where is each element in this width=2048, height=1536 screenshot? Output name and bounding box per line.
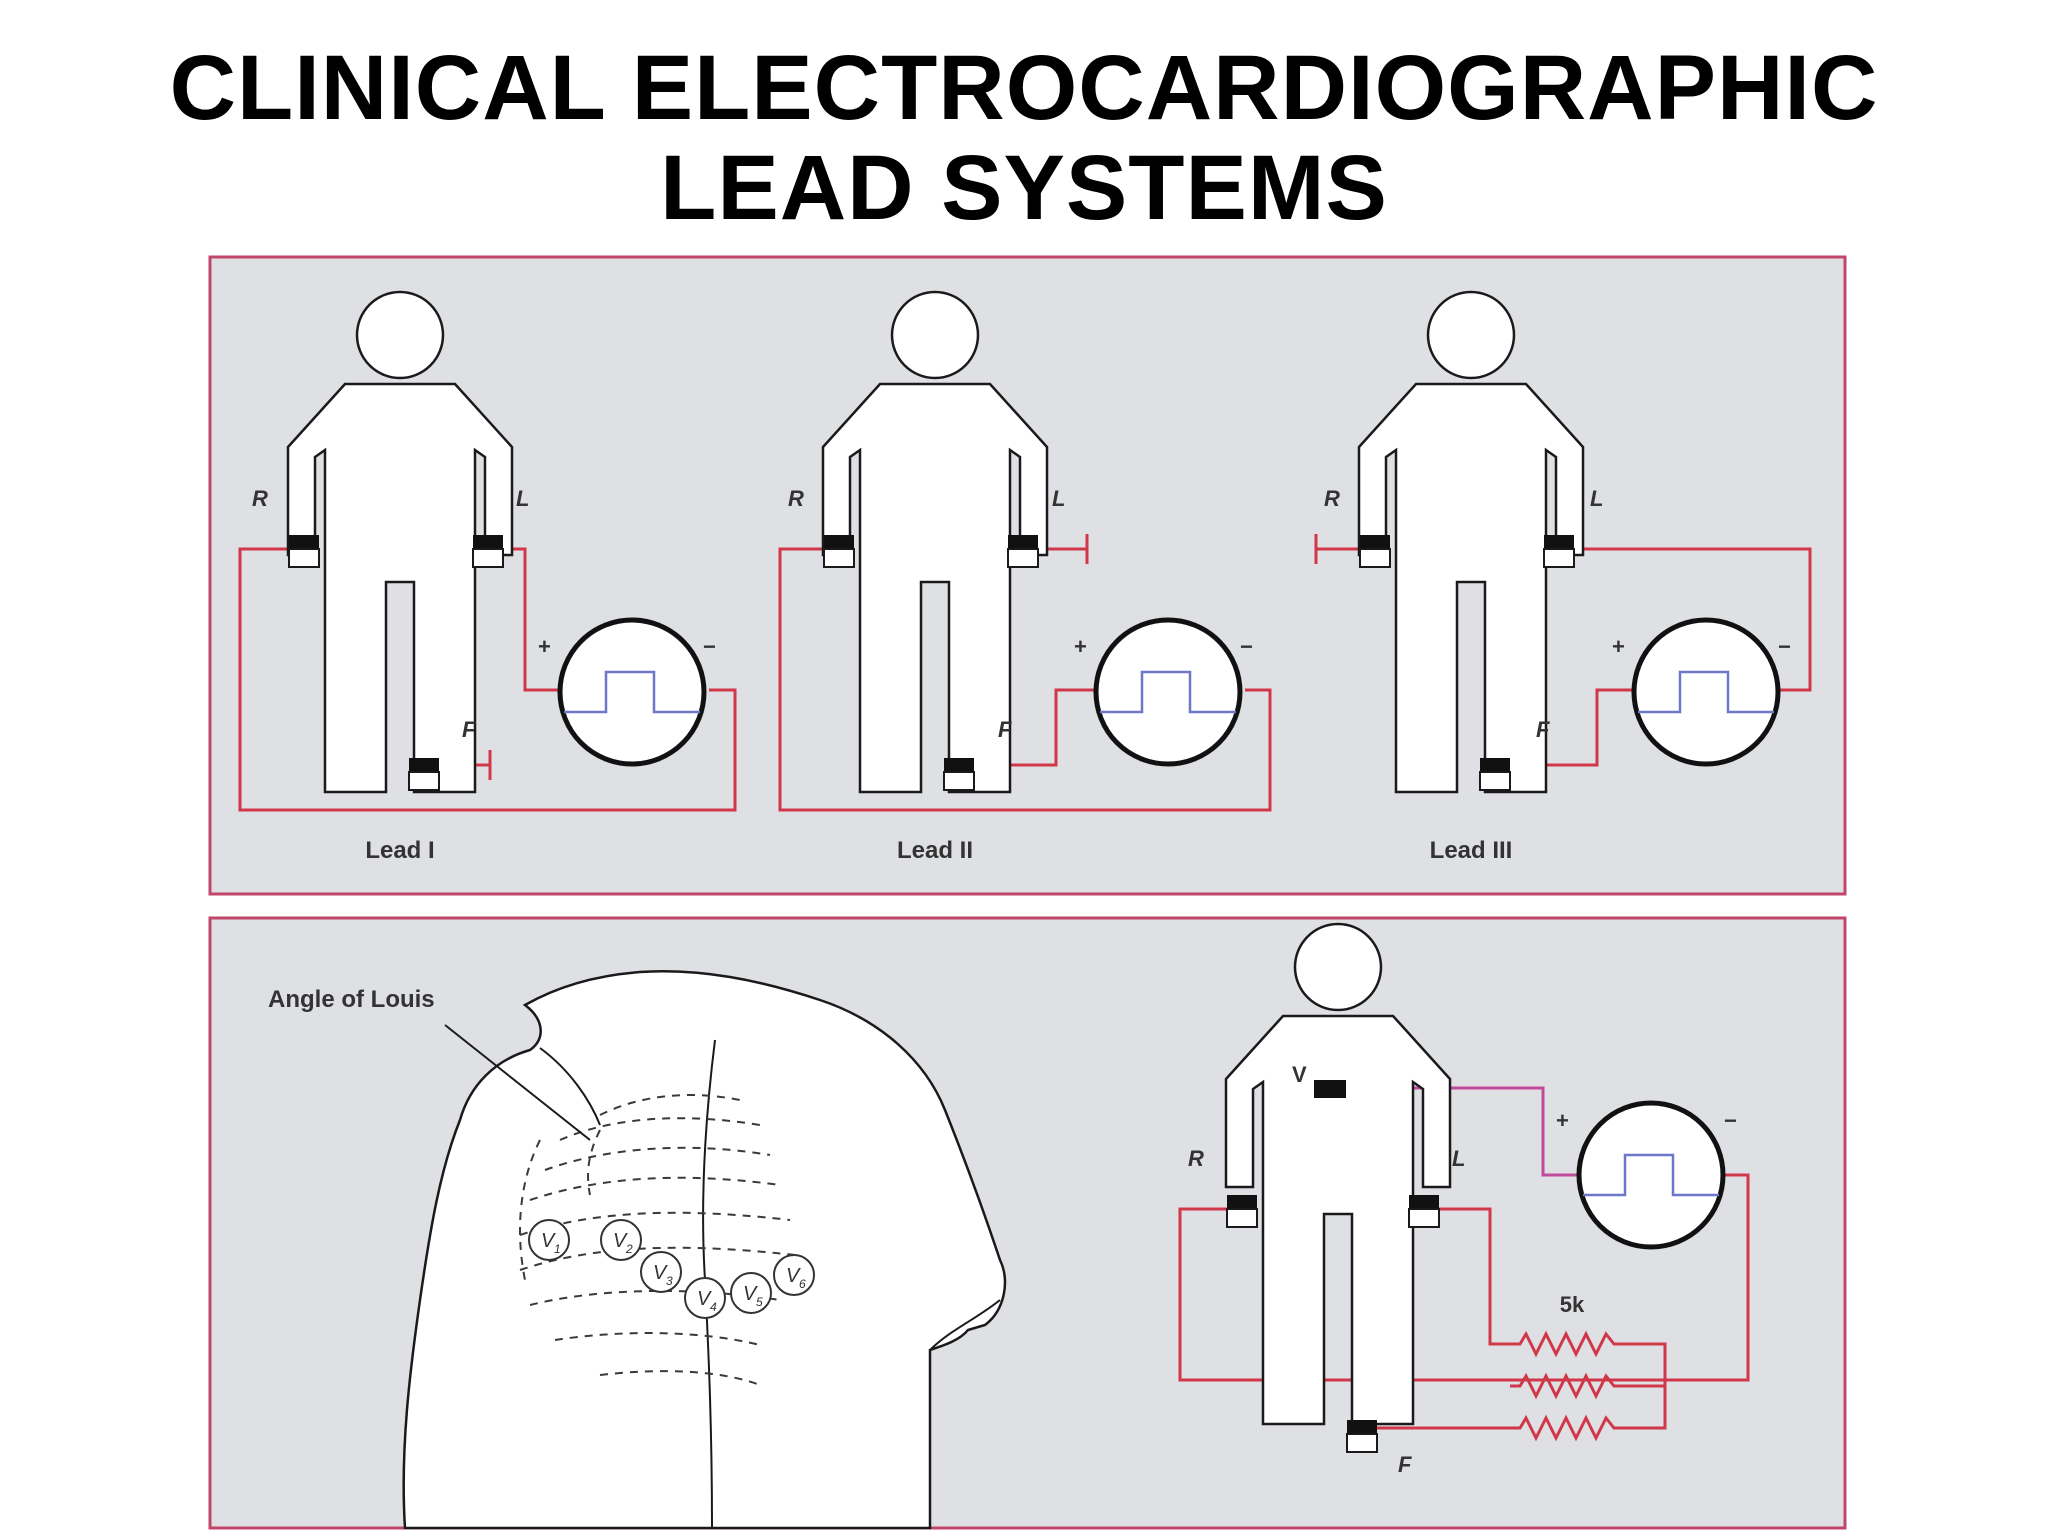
ribcage-lines xyxy=(519,1094,796,1386)
lead-iii-band-right xyxy=(1359,534,1391,568)
wilson-label-r: R xyxy=(1188,1146,1204,1171)
title-line-2: LEAD SYSTEMS xyxy=(660,137,1388,239)
svg-text:V: V xyxy=(697,1288,712,1310)
wilson-meter xyxy=(1579,1103,1723,1247)
lead-ii-wire-foot xyxy=(967,688,1096,767)
wilson-wire-right xyxy=(1178,1173,1750,1382)
svg-text:V: V xyxy=(541,1230,556,1252)
svg-text:V: V xyxy=(613,1230,628,1252)
lead-i-wire-right xyxy=(238,547,737,812)
lead-ii-band-foot xyxy=(943,757,975,791)
wilson-plus: + xyxy=(1556,1108,1569,1133)
wilson-band-left xyxy=(1408,1194,1440,1228)
lead-iii-label-r: R xyxy=(1324,486,1340,511)
wilson-electrode-v xyxy=(1314,1080,1346,1098)
title-line-1: CLINICAL ELECTROCARDIOGRAPHIC xyxy=(169,37,1879,139)
wilson-label-l: L xyxy=(1452,1146,1465,1171)
resistor-1 xyxy=(1510,1330,1630,1358)
svg-text:3: 3 xyxy=(666,1274,673,1288)
electrode-v2: V 2 xyxy=(600,1219,642,1261)
wilson-minus: − xyxy=(1724,1108,1737,1133)
wilson-band-foot xyxy=(1346,1419,1378,1453)
lead-iii-band-foot xyxy=(1479,757,1511,791)
lead-ii-band-right xyxy=(823,534,855,568)
wilson-terminal-diagram: R L F V + − 5k xyxy=(1178,922,1750,1477)
clavicle xyxy=(539,1047,601,1126)
electrode-v5: V 5 xyxy=(730,1272,772,1314)
limb-leads-panel xyxy=(208,255,1847,896)
resistor-3 xyxy=(1510,1414,1630,1442)
svg-text:1: 1 xyxy=(554,1242,561,1256)
wilson-band-right xyxy=(1226,1194,1258,1228)
lead-iii-band-left xyxy=(1543,534,1575,568)
wilson-label-f: F xyxy=(1398,1452,1412,1477)
lead-ii-minus: − xyxy=(1240,634,1253,659)
svg-text:6: 6 xyxy=(799,1277,806,1291)
lead-iii-wire-left xyxy=(1573,547,1812,692)
lead-ii-caption: Lead II xyxy=(897,837,973,864)
lead-iii-label-f: F xyxy=(1536,717,1550,742)
svg-text:4: 4 xyxy=(710,1300,717,1314)
lead-i-meter xyxy=(560,620,704,764)
svg-text:2: 2 xyxy=(625,1242,633,1256)
lead-i-band-foot xyxy=(408,757,440,791)
arm-cut-line xyxy=(929,1299,1001,1351)
lead-i-caption: Lead I xyxy=(365,837,434,864)
lead-ii-label-f: F xyxy=(998,717,1012,742)
electrode-v4: V 4 xyxy=(684,1277,726,1319)
lead-ii-label-r: R xyxy=(788,486,804,511)
lead-i-minus: − xyxy=(703,634,716,659)
lead-iii-label-l: L xyxy=(1590,486,1603,511)
wilson-label-v: V xyxy=(1292,1062,1307,1087)
lead-iii-caption: Lead III xyxy=(1430,837,1513,864)
lead-ii-band-left xyxy=(1007,534,1039,568)
electrode-v1: V 1 xyxy=(528,1219,570,1261)
lead-i-band-right xyxy=(288,534,320,568)
lead-i-wire-left xyxy=(502,547,560,692)
angle-of-louis-pointer xyxy=(444,1024,591,1141)
lead-ii-diagram: R L F + − Lead II xyxy=(778,290,1272,864)
page-title: CLINICAL ELECTROCARDIOGRAPHIC LEAD SYSTE… xyxy=(0,38,2048,238)
lead-i-band-left xyxy=(472,534,504,568)
angle-of-louis-label: Angle of Louis xyxy=(268,986,435,1013)
svg-text:5: 5 xyxy=(756,1295,763,1309)
lead-i-plus: + xyxy=(538,634,551,659)
lead-ii-plus: + xyxy=(1074,634,1087,659)
lead-iii-minus: − xyxy=(1778,634,1791,659)
svg-text:V: V xyxy=(786,1265,801,1287)
lead-iii-diagram: R L F + − Lead III xyxy=(1314,290,1812,864)
wilson-wire-left xyxy=(1438,1207,1510,1346)
lead-ii-label-l: L xyxy=(1052,486,1065,511)
electrode-v6: V 6 xyxy=(773,1254,815,1296)
resistor-2 xyxy=(1510,1372,1630,1400)
svg-text:V: V xyxy=(653,1262,668,1284)
lead-i-diagram: R L F + − Lead I xyxy=(238,290,737,864)
lead-i-label-l: L xyxy=(516,486,529,511)
resistor-label: 5k xyxy=(1560,1292,1585,1317)
lead-i-label-r: R xyxy=(252,486,268,511)
svg-text:V: V xyxy=(743,1283,758,1305)
chest-electrode-diagram: Angle of Louis V 1 V 2 V 3 V 4 V 5 xyxy=(268,969,1007,1530)
lead-iii-meter xyxy=(1634,620,1778,764)
lead-ii-wire-right xyxy=(778,547,1272,812)
electrode-v3: V 3 xyxy=(640,1251,682,1293)
lead-iii-wire-foot xyxy=(1503,688,1635,767)
lead-i-label-f: F xyxy=(462,717,476,742)
lead-iii-plus: + xyxy=(1612,634,1625,659)
lead-ii-meter xyxy=(1096,620,1240,764)
